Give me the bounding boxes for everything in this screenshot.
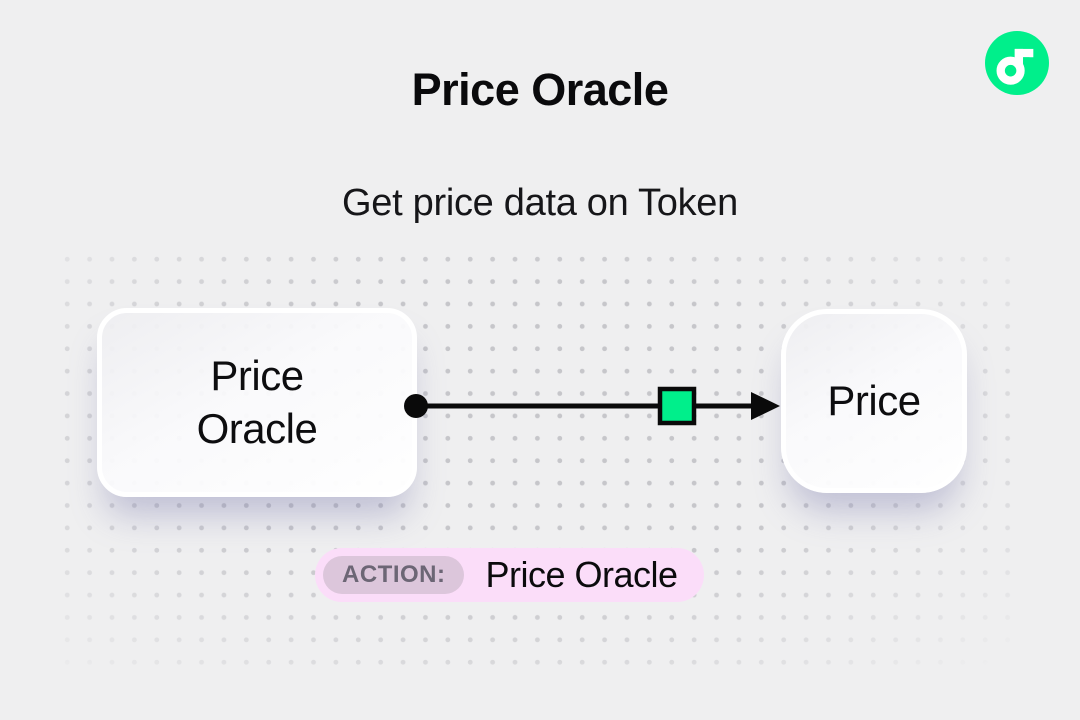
source-node-label: Price Oracle	[196, 351, 318, 452]
action-pill: ACTION: Price Oracle	[315, 548, 704, 602]
target-node-price: Price	[781, 309, 967, 493]
flow-logo-icon	[985, 31, 1049, 95]
action-tag: ACTION:	[323, 556, 465, 594]
page-subtitle: Get price data on Token	[342, 182, 738, 224]
action-name: Price Oracle	[485, 554, 678, 595]
source-node-price-oracle: Price Oracle	[97, 308, 417, 497]
action-tag-label: ACTION:	[342, 561, 446, 588]
page-title: Price Oracle	[411, 64, 669, 115]
target-node-label: Price	[827, 376, 921, 424]
